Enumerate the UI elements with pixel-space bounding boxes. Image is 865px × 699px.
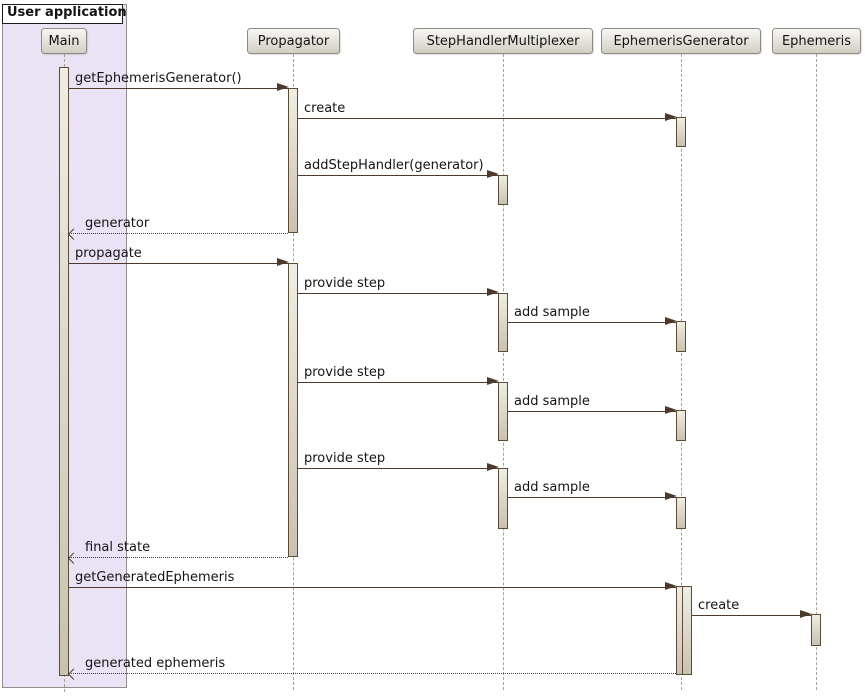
- message-create-generator: create: [298, 101, 677, 121]
- message-add-sample-1: add sample: [508, 305, 677, 325]
- lifeline-ephemerisgenerator: [681, 54, 682, 690]
- activation-generator-create: [676, 117, 686, 147]
- participant-label: StepHandlerMultiplexer: [426, 33, 580, 49]
- arrowhead-icon: [487, 463, 499, 471]
- message-label: generator: [85, 216, 150, 231]
- arrowhead-icon: [665, 492, 677, 500]
- participant-label: Main: [48, 33, 80, 49]
- activation-multiplexer-step1: [498, 293, 508, 352]
- message-label: provide step: [304, 365, 386, 380]
- message-label: create: [304, 101, 346, 116]
- arrowhead-icon: [665, 113, 677, 121]
- message-return-generator: generator: [67, 216, 288, 240]
- arrowhead-icon: [487, 170, 499, 178]
- arrowhead-icon: [487, 377, 499, 385]
- activation-main: [59, 67, 69, 676]
- arrowhead-icon: [800, 610, 812, 618]
- activation-multiplexer-step3: [498, 468, 508, 529]
- participant-ephemeris: Ephemeris: [772, 28, 861, 54]
- participant-label: Ephemeris: [781, 33, 852, 49]
- frame-title: User application: [2, 4, 127, 24]
- message-label: propagate: [75, 246, 142, 261]
- participant-label: Propagator: [257, 33, 330, 49]
- arrowhead-icon: [665, 582, 677, 590]
- activation-generator-sample3: [676, 497, 686, 529]
- message-label: final state: [85, 540, 151, 555]
- message-return-final-state: final state: [67, 540, 288, 564]
- participant-main: Main: [41, 28, 87, 54]
- message-label: generated ephemeris: [85, 656, 226, 671]
- activation-propagator-2: [288, 263, 298, 557]
- arrowhead-icon: [277, 83, 289, 91]
- arrowhead-icon: [277, 258, 289, 266]
- message-return-generated-ephemeris: generated ephemeris: [67, 656, 676, 680]
- participant-stephandlermultiplexer: StepHandlerMultiplexer: [413, 28, 593, 54]
- message-label: provide step: [304, 451, 386, 466]
- message-get-generated-ephemeris: getGeneratedEphemeris: [69, 570, 677, 590]
- participant-propagator: Propagator: [247, 28, 340, 54]
- lifeline-ephemeris: [816, 54, 817, 690]
- message-add-step-handler: addStepHandler(generator): [298, 158, 499, 178]
- activation-generator-sample2: [676, 410, 686, 441]
- lifeline-stephandlermultiplexer: [503, 54, 504, 690]
- arrowhead-icon: [665, 406, 677, 414]
- message-label: getEphemerisGenerator(): [75, 71, 242, 86]
- activation-propagator-1: [288, 88, 298, 233]
- message-label: add sample: [514, 305, 590, 320]
- message-label: add sample: [514, 480, 590, 495]
- message-propagate: propagate: [69, 246, 289, 266]
- message-label: create: [698, 598, 740, 613]
- message-add-sample-3: add sample: [508, 480, 677, 500]
- message-add-sample-2: add sample: [508, 394, 677, 414]
- activation-multiplexer-addstephandler: [498, 175, 508, 205]
- participant-ephemerisgenerator: EphemerisGenerator: [601, 28, 761, 54]
- activation-multiplexer-step2: [498, 382, 508, 441]
- message-provide-step-2: provide step: [298, 365, 499, 385]
- message-label: provide step: [304, 276, 386, 291]
- arrowhead-icon: [487, 288, 499, 296]
- participant-label: EphemerisGenerator: [613, 33, 749, 49]
- message-label: add sample: [514, 394, 590, 409]
- activation-ephemeris-create: [811, 614, 821, 646]
- message-create-ephemeris: create: [692, 598, 812, 618]
- activation-generator-final-inner: [682, 586, 692, 675]
- message-get-ephemeris-generator: getEphemerisGenerator(): [69, 71, 289, 91]
- arrowhead-icon: [665, 317, 677, 325]
- message-provide-step-1: provide step: [298, 276, 499, 296]
- message-label: getGeneratedEphemeris: [75, 570, 235, 585]
- message-label: addStepHandler(generator): [304, 158, 484, 173]
- activation-generator-sample1: [676, 321, 686, 352]
- message-provide-step-3: provide step: [298, 451, 499, 471]
